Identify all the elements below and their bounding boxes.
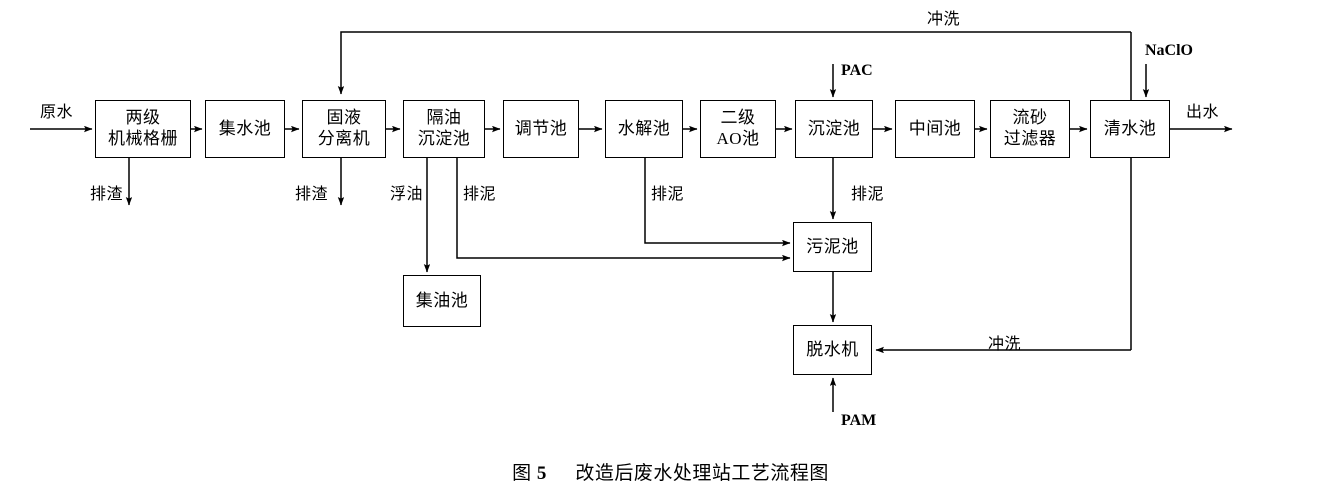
label-sludge-hydrolysis: 排泥 [651,186,685,203]
edge-flush-to-separator [337,31,1131,95]
node-label-line1: 清水池 [1103,118,1157,138]
caption-number: 5 [536,463,547,484]
label-residue-separator: 排渣 [295,186,329,203]
label-pac-dosing: PAC [841,62,873,79]
node-label-line1: 隔油 [426,108,462,128]
node-sludge-tank[interactable]: 污泥池 [793,222,872,272]
node-oil-separation-sedimentation-tank[interactable]: 隔油 沉淀池 [403,100,485,158]
node-clean-water-tank[interactable]: 清水池 [1090,100,1170,158]
label-effluent: 出水 [1186,104,1220,121]
label-pam-dosing: PAM [841,412,877,429]
node-label-line2: 过滤器 [1003,129,1057,148]
node-regulating-tank[interactable]: 调节池 [503,100,579,158]
node-collection-tank[interactable]: 集水池 [205,100,285,158]
node-oil-collection-tank[interactable]: 集油池 [403,275,481,327]
node-intermediate-tank[interactable]: 中间池 [895,100,975,158]
caption-title: 改造后废水处理站工艺流程图 [575,463,829,484]
node-label-line1: 流砂 [1012,108,1048,128]
node-label-line1: 水解池 [617,118,671,138]
label-influent: 原水 [40,104,74,121]
label-sludge-settle: 排泥 [851,186,885,203]
node-hydrolysis-tank[interactable]: 水解池 [605,100,683,158]
node-label-line1: 集水池 [218,118,272,138]
node-label-line1: 脱水机 [806,339,859,359]
node-label-line2: AO池 [716,129,760,148]
label-residue-grille: 排渣 [90,186,124,203]
node-label-line1: 中间池 [908,118,962,138]
node-two-stage-ao-tank[interactable]: 二级 AO池 [700,100,776,158]
caption-prefix: 图 [512,463,532,484]
node-dewatering-machine[interactable]: 脱水机 [793,325,872,375]
node-label-line2: 机械格栅 [108,129,178,148]
label-flush-top: 冲洗 [927,11,961,28]
label-floating-oil: 浮油 [390,186,424,203]
label-sludge-oilsep: 排泥 [463,186,497,203]
label-naclo-dosing: NaClO [1145,42,1193,59]
figure-caption: 图 5 改造后废水处理站工艺流程图 [0,458,1341,485]
edge-hydrolysis-sludge [644,158,791,247]
node-label-line1: 固液 [326,108,362,128]
node-label-line2: 沉淀池 [417,129,471,148]
node-label-line1: 调节池 [514,118,568,138]
node-sand-filter[interactable]: 流砂 过滤器 [990,100,1070,158]
node-label-line2: 分离机 [317,129,371,148]
node-solid-liquid-separator[interactable]: 固液 分离机 [302,100,386,158]
node-label-line1: 污泥池 [806,236,859,256]
node-label-line1: 二级 [720,108,756,128]
node-label-line1: 两级 [125,108,161,128]
node-two-stage-mechanical-grille[interactable]: 两级 机械格栅 [95,100,191,158]
node-sedimentation-tank[interactable]: 沉淀池 [795,100,873,158]
edge-oilsep-sludge [456,158,791,262]
node-label-line1: 集油池 [415,290,469,310]
node-label-line1: 沉淀池 [807,118,861,138]
label-flush-bottom: 冲洗 [988,336,1022,353]
